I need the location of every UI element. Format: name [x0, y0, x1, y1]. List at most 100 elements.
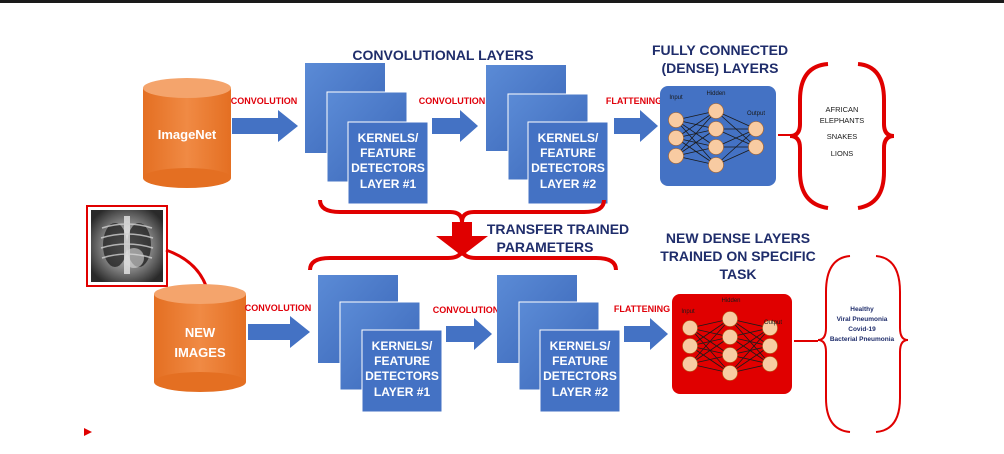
- top-left-brace: [789, 62, 829, 210]
- bottom-nn-neuron: [722, 365, 738, 381]
- top-nn-neuron: [748, 121, 764, 137]
- bottom-layer1-line1: KERNELS/: [372, 339, 433, 353]
- top-nn-neuron: [708, 121, 724, 137]
- top-layer2-line2: FEATURE: [540, 146, 596, 160]
- bottom-kernel-stack-2: KERNELS/ FEATURE DETECTORS LAYER #2: [497, 275, 621, 413]
- top-arrow3-label: FLATTENING: [606, 96, 662, 106]
- transfer-bottom-brace: [308, 247, 618, 271]
- bottom-arrow1-label: CONVOLUTION: [245, 303, 312, 313]
- new-dense-title-line3: TASK: [719, 266, 756, 282]
- top-layer1-line2: FEATURE: [360, 146, 416, 160]
- top-layer2-line4: LAYER #2: [540, 177, 597, 191]
- chest-xray-icon: [86, 205, 168, 287]
- top-nn-output-label: Output: [747, 111, 765, 117]
- bottom-nn-connection: [729, 327, 771, 356]
- top-nn-neuron: [708, 157, 724, 173]
- bottom-output-2: Viral Pneumonia: [837, 316, 888, 323]
- bottom-nn-input-label: Input: [681, 309, 695, 315]
- bottom-nn-neuron: [682, 356, 698, 372]
- top-layer2-line3: DETECTORS: [531, 161, 605, 175]
- new-dense-title-line2: TRAINED ON SPECIFIC: [660, 248, 816, 264]
- top-layer1-line4: LAYER #1: [360, 177, 417, 191]
- bottom-layer2-line1: KERNELS/: [550, 339, 611, 353]
- bottom-nn-neuron: [682, 338, 698, 354]
- conv-layers-title: CONVOLUTIONAL LAYERS: [352, 47, 533, 63]
- top-nn-neuron: [748, 139, 764, 155]
- top-nn-neuron: [708, 103, 724, 119]
- bottom-arrow-convolution-2: [446, 318, 492, 350]
- bottom-arrow-convolution-1: [248, 316, 310, 348]
- top-output-1: AFRICAN: [826, 105, 859, 114]
- top-kernel-stack-2: KERNELS/ FEATURE DETECTORS LAYER #2: [486, 65, 609, 205]
- bottom-nn-neuron: [722, 347, 738, 363]
- bottom-nn-neuron: [762, 320, 778, 336]
- bottom-output-4: Bacterial Pneumonia: [830, 336, 895, 343]
- new-images-cylinder: NEW IMAGES: [154, 284, 246, 392]
- bottom-arrow-flattening: [624, 318, 668, 350]
- bottom-layer1-line2: FEATURE: [374, 354, 430, 368]
- fc-title-line1: FULLY CONNECTED: [652, 42, 788, 58]
- bottom-arrow2-label: CONVOLUTION: [433, 305, 500, 315]
- top-layer2-line1: KERNELS/: [538, 131, 599, 145]
- top-kernel-stack-1: KERNELS/ FEATURE DETECTORS LAYER #1: [305, 63, 429, 205]
- bottom-nn-connection: [689, 318, 731, 365]
- top-nn-neuron: [668, 148, 684, 164]
- new-dense-title-line1: NEW DENSE LAYERS: [666, 230, 810, 246]
- bottom-nn-connection: [689, 318, 731, 347]
- bottom-layer1-line3: DETECTORS: [365, 369, 439, 383]
- top-border: [0, 0, 1004, 3]
- top-arrow-flattening: [614, 110, 658, 142]
- new-images-line1: NEW: [185, 325, 216, 340]
- bottom-output-1: Healthy: [850, 306, 874, 313]
- bottom-layer2-line2: FEATURE: [552, 354, 608, 368]
- bottom-nn-connection: [729, 327, 771, 374]
- transfer-title-line2: PARAMETERS: [497, 239, 594, 255]
- bottom-nn-neuron: [762, 356, 778, 372]
- bottom-nn-neuron: [762, 338, 778, 354]
- bottom-right-brace: [875, 255, 909, 433]
- top-nn-input-label: Input: [669, 95, 683, 101]
- top-right-brace: [857, 62, 895, 210]
- bottom-nn-hidden-label: Hidden: [721, 298, 740, 304]
- imagenet-label: ImageNet: [158, 127, 217, 142]
- bottom-kernel-stack-1: KERNELS/ FEATURE DETECTORS LAYER #1: [318, 275, 443, 413]
- transfer-arrow-down: [436, 222, 488, 256]
- bottom-left-brace: [817, 255, 851, 433]
- bottom-dense-network: Input Hidden Output: [672, 294, 792, 394]
- top-nn-connection: [715, 128, 757, 166]
- top-nn-hidden-label: Hidden: [706, 91, 725, 97]
- bottom-nn-output-label: Output: [764, 320, 782, 326]
- top-nn-connection: [675, 110, 717, 157]
- top-layer1-line3: DETECTORS: [351, 161, 425, 175]
- top-nn-connection: [675, 110, 717, 139]
- bottom-output-3: Covid-19: [848, 326, 876, 333]
- bottom-nn-connection: [689, 336, 731, 365]
- top-arrow2-label: CONVOLUTION: [419, 96, 486, 106]
- top-layer1-line1: KERNELS/: [358, 131, 419, 145]
- bottom-nn-connection: [729, 345, 771, 374]
- top-output-3: SNAKES: [827, 132, 857, 141]
- bottom-arrow3-label: FLATTENING: [614, 304, 670, 314]
- top-output-4: LIONS: [831, 149, 854, 158]
- bottom-layer2-line3: DETECTORS: [543, 369, 617, 383]
- bottom-layer1-line4: LAYER #1: [374, 385, 431, 399]
- bottom-nn-neuron: [722, 329, 738, 345]
- top-arrow-convolution-2: [432, 110, 478, 142]
- imagenet-cylinder: ImageNet: [143, 78, 231, 188]
- bottom-nn-neuron: [722, 311, 738, 327]
- top-arrow1-label: CONVOLUTION: [231, 96, 298, 106]
- top-nn-neuron: [668, 112, 684, 128]
- corner-marker: [84, 428, 92, 436]
- top-nn-connection: [675, 128, 717, 157]
- new-images-line2: IMAGES: [174, 345, 226, 360]
- top-dense-network: Input Hidden Output: [660, 86, 776, 186]
- top-nn-neuron: [708, 139, 724, 155]
- top-nn-neuron: [668, 130, 684, 146]
- bottom-nn-neuron: [682, 320, 698, 336]
- bottom-layer2-line4: LAYER #2: [552, 385, 609, 399]
- top-output-2: ELEPHANTS: [820, 116, 865, 125]
- top-arrow-convolution-1: [232, 110, 298, 142]
- transfer-title-line1: TRANSFER TRAINED: [487, 221, 629, 237]
